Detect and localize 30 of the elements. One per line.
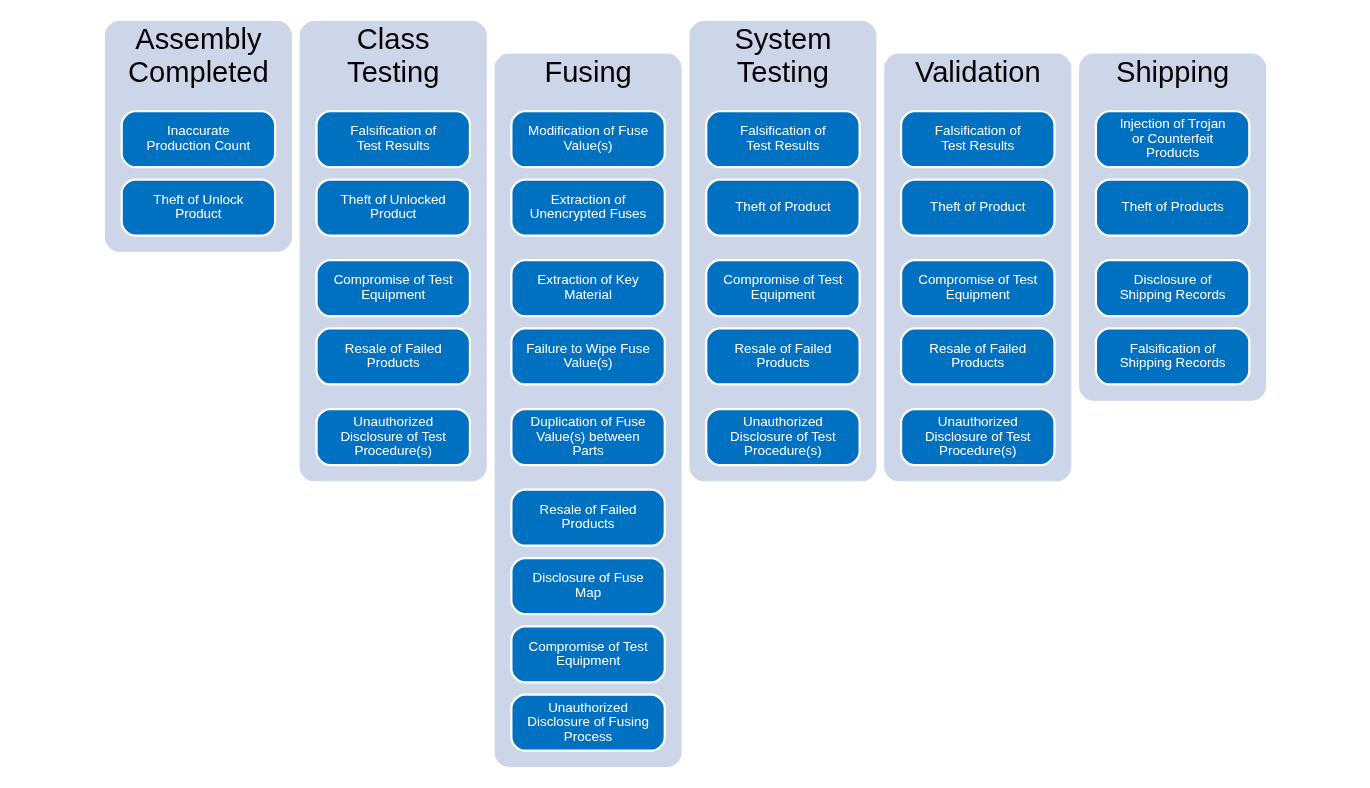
node-box: Disclosure of Fuse Map — [509, 556, 666, 616]
node-box: Inaccurate Production Count — [120, 110, 276, 169]
node-box: Resale of Failed Products — [509, 488, 666, 547]
node-box: Resale of Failed Products — [314, 327, 471, 386]
node-box: Theft of Product — [899, 178, 1056, 237]
node-box: Theft of Product — [704, 178, 861, 237]
node-box: Falsification of Test Results — [704, 110, 861, 169]
node-box: Injection of Trojan or Counterfeit Products — [1094, 110, 1250, 169]
node-box: Compromise of Test Equipment — [704, 259, 861, 318]
node-box: Extraction of Key Material — [509, 259, 666, 318]
node-box: Theft of Unlocked Product — [314, 178, 471, 237]
node-box: Duplication of Fuse Value(s) between Parts — [509, 408, 666, 467]
node-box: Compromise of Test Equipment — [314, 259, 471, 318]
node-box: Unauthorized Disclosure of Test Procedure(s) — [704, 408, 861, 467]
node-box: Falsification of Test Results — [314, 110, 471, 169]
node-box: Theft of Products — [1094, 178, 1250, 237]
node-box: Falsification of Shipping Records — [1094, 327, 1250, 386]
node-box: Resale of Failed Products — [899, 327, 1056, 386]
node-box: Falsification of Test Results — [899, 110, 1056, 169]
node-box: Compromise of Test Equipment — [899, 259, 1056, 318]
node-box: Compromise of Test Equipment — [509, 625, 666, 684]
node-box: Theft of Unlock Product — [120, 178, 276, 237]
node-box: Unauthorized Disclosure of Test Procedure(s) — [899, 408, 1056, 467]
node-box: Modification of Fuse Value(s) — [509, 110, 666, 169]
node-box: Unauthorized Disclosure of Fusing Process — [509, 693, 666, 752]
node-box: Resale of Failed Products — [704, 327, 861, 386]
node-box: Unauthorized Disclosure of Test Procedure(s) — [314, 408, 471, 467]
node-box: Disclosure of Shipping Records — [1094, 259, 1250, 318]
node-box: Extraction of Unencrypted Fuses — [509, 178, 666, 237]
node-box: Failure to Wipe Fuse Value(s) — [509, 327, 666, 386]
